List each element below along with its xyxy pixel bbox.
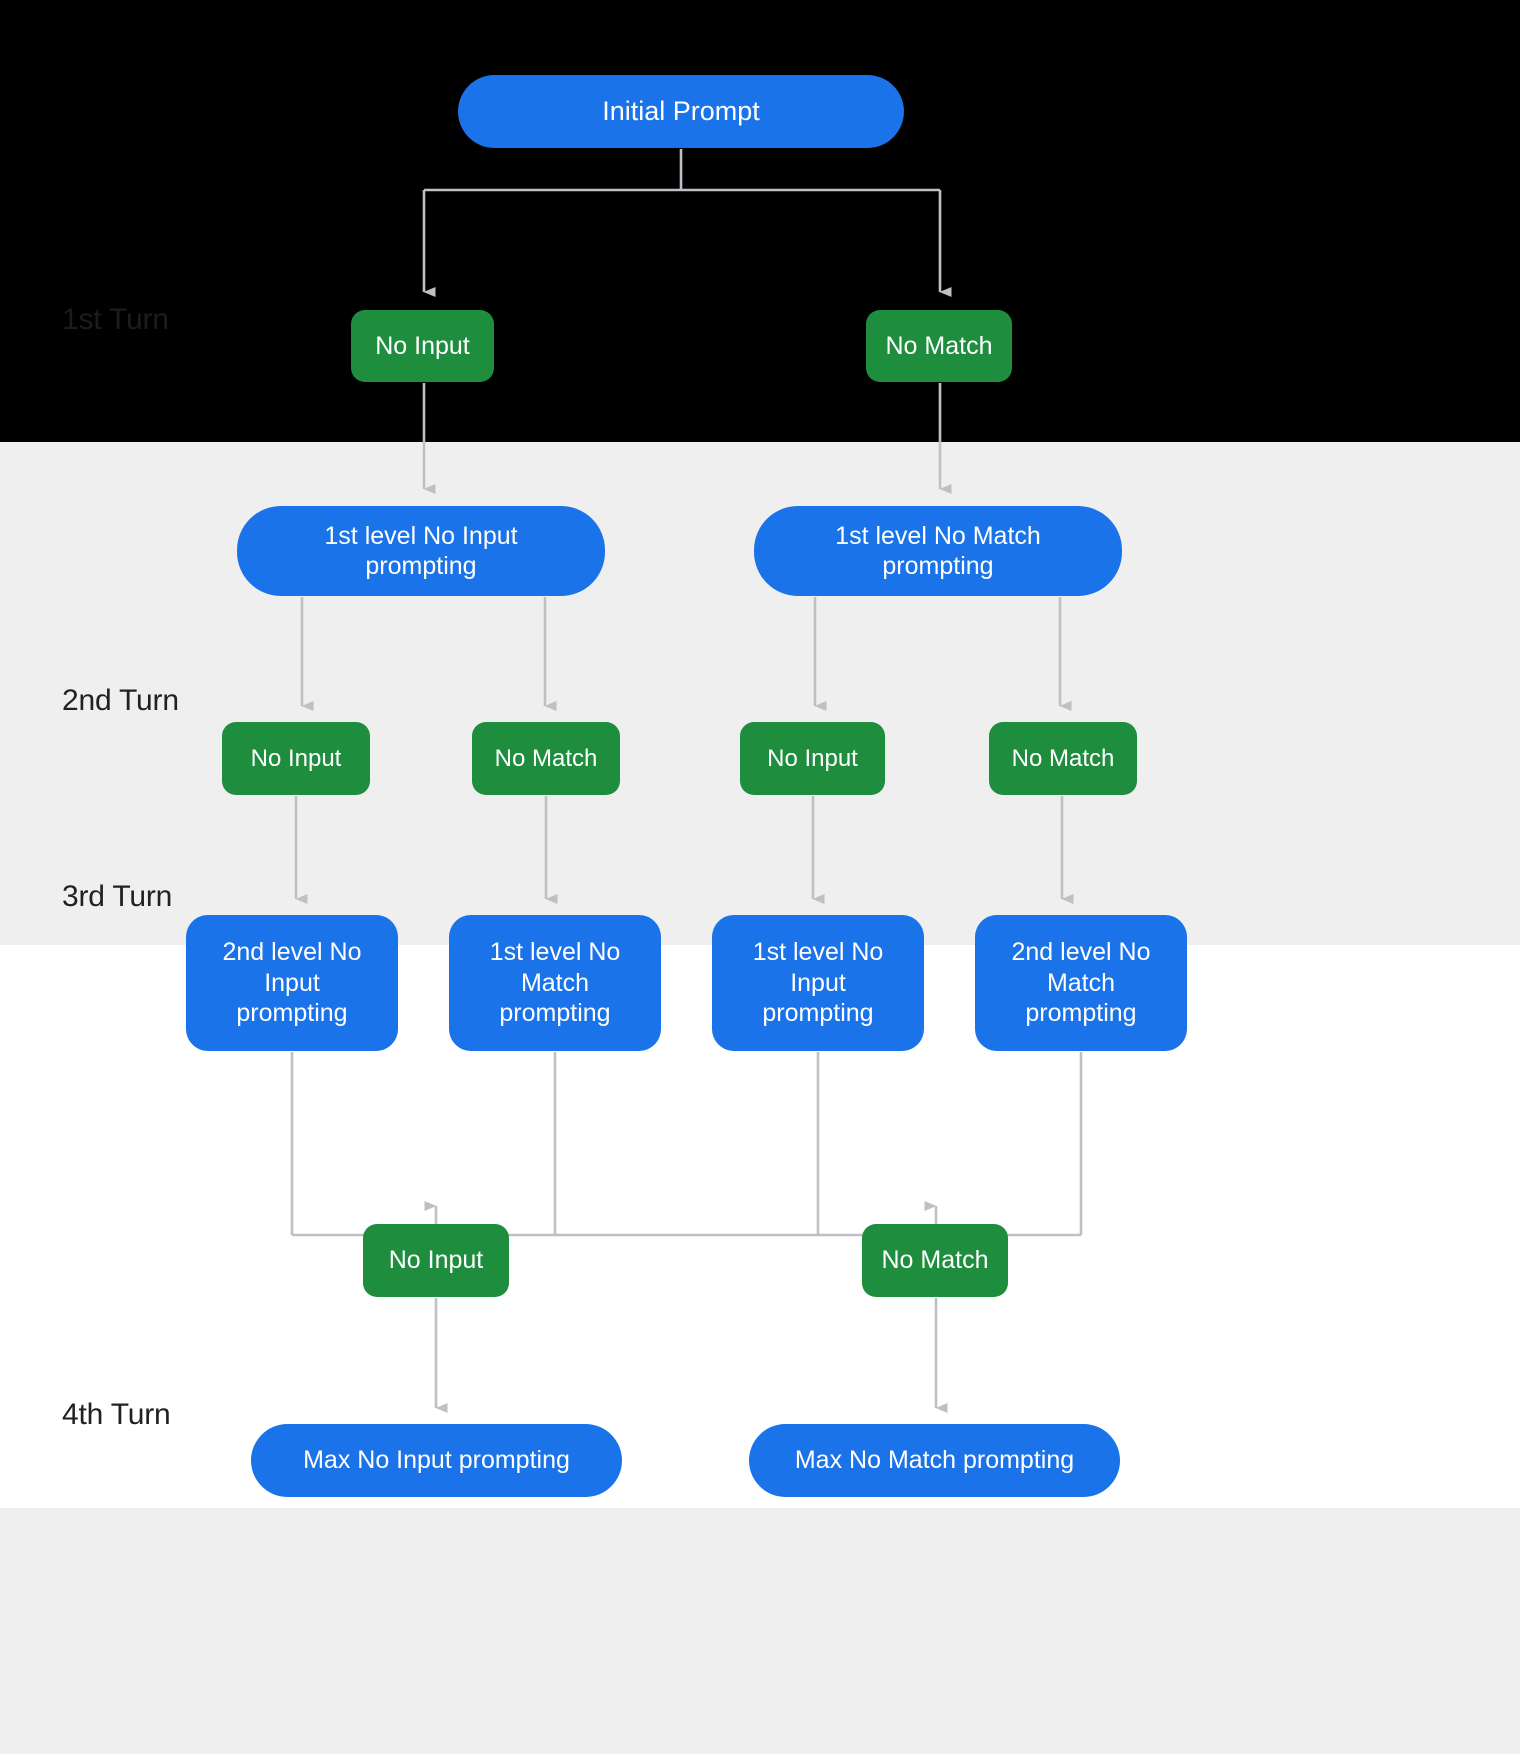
node-turn3-second-level-no-match-prompting[interactable]: 2nd level No Match prompting xyxy=(975,915,1187,1051)
node-turn2-no-input-b[interactable]: No Input xyxy=(740,722,885,795)
node-turn2-no-input-b-label: No Input xyxy=(767,744,858,772)
line-2: Match xyxy=(1046,968,1116,997)
node-turn1-no-match-label: No Match xyxy=(885,331,993,360)
turn-label-1st: 1st Turn xyxy=(62,303,169,336)
turn-label-3rd: 3rd Turn xyxy=(62,880,173,913)
node-turn2-no-input-a[interactable]: No Input xyxy=(222,722,370,795)
node-turn2-first-level-no-match-prompting[interactable]: 1st level No Match prompting xyxy=(754,506,1122,596)
node-turn3-no-match[interactable]: No Match xyxy=(862,1224,1008,1297)
node-turn3-second-level-no-input-prompting[interactable]: 2nd level No Input prompting xyxy=(186,915,398,1051)
turn-band-4 xyxy=(0,1508,1520,1754)
node-turn2-no-input-a-label: No Input xyxy=(250,744,342,772)
node-turn4-max-no-match-prompting[interactable]: Max No Match prompting xyxy=(749,1424,1120,1497)
line-2: prompting xyxy=(882,552,994,580)
node-turn3-first-level-no-input-prompting[interactable]: 1st level No Input prompting xyxy=(712,915,924,1051)
node-initial-prompt[interactable]: Initial Prompt xyxy=(458,75,904,148)
node-turn2-no-match-prompt-text: 1st level No Match prompting xyxy=(835,521,1041,582)
node-turn3-1st-no-input-text: 1st level No Input prompting xyxy=(753,937,884,1029)
node-turn2-no-input-prompt-text: 1st level No Input prompting xyxy=(324,521,517,582)
line-1: 2nd level No xyxy=(1011,938,1151,967)
node-turn3-2nd-no-input-text: 2nd level No Input prompting xyxy=(223,937,362,1029)
node-turn3-no-input[interactable]: No Input xyxy=(363,1224,509,1297)
node-turn4-max-no-match-label: Max No Match prompting xyxy=(794,1446,1075,1475)
node-turn2-no-match-b[interactable]: No Match xyxy=(989,722,1137,795)
line-3: prompting xyxy=(499,999,611,1028)
node-turn4-max-no-input-label: Max No Input prompting xyxy=(303,1446,570,1475)
node-turn3-no-match-label: No Match xyxy=(881,1246,989,1275)
line-3: prompting xyxy=(236,999,348,1028)
turn-label-2nd: 2nd Turn xyxy=(62,684,179,717)
node-turn3-2nd-no-match-text: 2nd level No Match prompting xyxy=(1012,937,1151,1029)
line-1: 1st level No Input xyxy=(324,521,518,550)
line-1: 2nd level No xyxy=(222,938,362,967)
line-2: prompting xyxy=(365,552,477,580)
turn-band-2 xyxy=(0,442,1520,945)
line-2: Match xyxy=(520,968,590,997)
line-3: prompting xyxy=(1025,999,1137,1028)
line-2: Input xyxy=(264,968,320,997)
turn-band-1 xyxy=(0,0,1520,442)
line-3: prompting xyxy=(762,999,874,1028)
line-1: 1st level No xyxy=(752,938,884,967)
node-turn3-no-input-label: No Input xyxy=(388,1246,484,1275)
node-initial-prompt-label: Initial Prompt xyxy=(602,96,760,127)
node-turn3-first-level-no-match-prompting[interactable]: 1st level No Match prompting xyxy=(449,915,661,1051)
line-1: 1st level No xyxy=(489,938,621,967)
line-1: 1st level No Match xyxy=(835,521,1041,550)
turn-label-4th: 4th Turn xyxy=(62,1398,171,1431)
line-2: Input xyxy=(790,968,846,997)
node-turn1-no-input[interactable]: No Input xyxy=(351,310,494,382)
node-turn2-first-level-no-input-prompting[interactable]: 1st level No Input prompting xyxy=(237,506,605,596)
node-turn2-no-match-a-label: No Match xyxy=(494,744,598,772)
node-turn1-no-input-label: No Input xyxy=(375,331,470,360)
node-turn2-no-match-b-label: No Match xyxy=(1011,744,1115,772)
node-turn2-no-match-a[interactable]: No Match xyxy=(472,722,620,795)
node-turn4-max-no-input-prompting[interactable]: Max No Input prompting xyxy=(251,1424,622,1497)
node-turn1-no-match[interactable]: No Match xyxy=(866,310,1012,382)
node-turn3-1st-no-match-text: 1st level No Match prompting xyxy=(490,937,621,1029)
